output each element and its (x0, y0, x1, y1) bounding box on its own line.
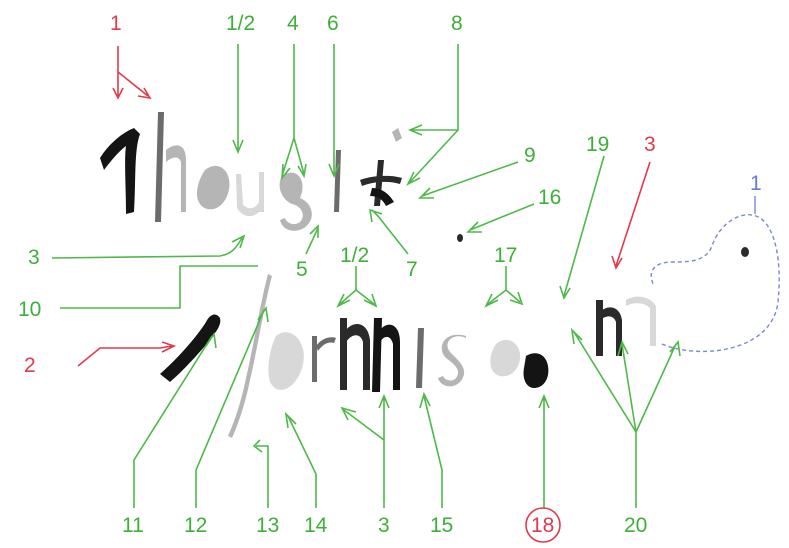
label-3-bottom: 3 (378, 514, 390, 537)
stroke-a (490, 340, 520, 377)
stroke-h2 (166, 145, 186, 212)
label-1-2-mid: 1/2 (340, 244, 369, 267)
stroke-n1 (340, 318, 370, 390)
label-9: 9 (524, 144, 536, 167)
label-4: 4 (287, 12, 299, 35)
stroke-s (438, 335, 466, 387)
label-7: 7 (406, 258, 418, 281)
label-1-red: 1 (110, 12, 122, 35)
label-14: 14 (304, 514, 328, 537)
label-13: 13 (256, 514, 279, 537)
green-arrows (52, 44, 680, 508)
label-11: 11 (122, 514, 144, 537)
stroke-n3 (596, 300, 622, 356)
label-18: 18 (531, 514, 554, 537)
label-15: 15 (430, 514, 453, 537)
label-1-blue: 1 (750, 172, 762, 195)
stroke-o3 (523, 353, 548, 388)
stroke-dot-right (741, 247, 749, 257)
label-8: 8 (451, 12, 463, 35)
stroke-n2 (372, 318, 400, 392)
label-10: 10 (18, 298, 41, 321)
label-12: 12 (184, 514, 207, 537)
stroke-o2 (268, 332, 303, 390)
stroke-long-curve (228, 274, 272, 438)
labels: 1 1/2 4 6 8 9 19 3 1 16 3 5 7 1/2 17 10 … (18, 12, 762, 542)
stroke-r (312, 336, 336, 382)
stroke-dot (457, 234, 463, 242)
label-19: 19 (586, 133, 609, 156)
stroke-t-cross (392, 128, 402, 142)
label-2-red: 2 (24, 354, 36, 377)
red-arrows (78, 46, 650, 366)
stroke-h3 (334, 150, 341, 212)
stroke-g (280, 173, 312, 231)
stroke-i (416, 328, 424, 388)
label-17: 17 (494, 244, 517, 267)
dashed-outline (651, 215, 779, 352)
label-16: 16 (538, 186, 561, 209)
label-3-left: 3 (28, 246, 40, 269)
label-5: 5 (296, 258, 308, 281)
stroke-h (155, 112, 164, 222)
stroke-o (197, 166, 229, 210)
label-20: 20 (624, 514, 647, 537)
stroke-n4 (626, 297, 656, 346)
bold-stroke-t (100, 128, 140, 214)
stroke-u (236, 172, 264, 216)
label-6: 6 (327, 12, 339, 35)
stroke-t-dark (370, 188, 394, 206)
label-1-2-top: 1/2 (226, 12, 255, 35)
label-3-red: 3 (644, 133, 656, 156)
